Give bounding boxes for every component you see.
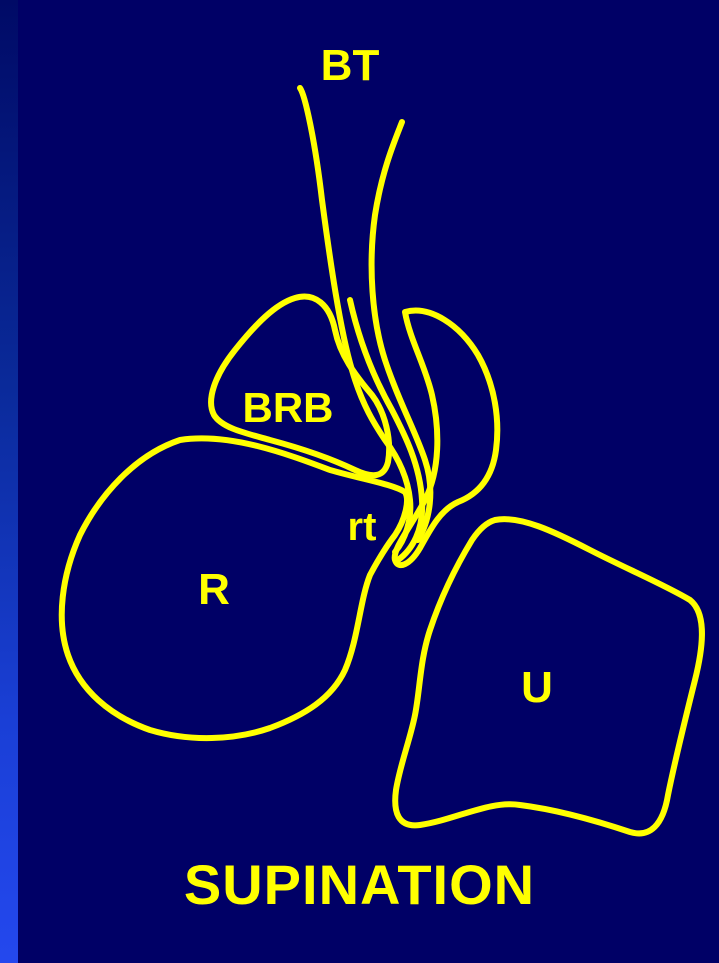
label-u: U xyxy=(521,663,553,712)
label-r: R xyxy=(198,565,230,614)
diagram-title: SUPINATION xyxy=(0,852,719,917)
label-bt: BT xyxy=(321,41,380,90)
label-brb: BRB xyxy=(243,384,334,431)
radius-outline xyxy=(62,438,407,738)
label-rt: rt xyxy=(348,505,377,549)
